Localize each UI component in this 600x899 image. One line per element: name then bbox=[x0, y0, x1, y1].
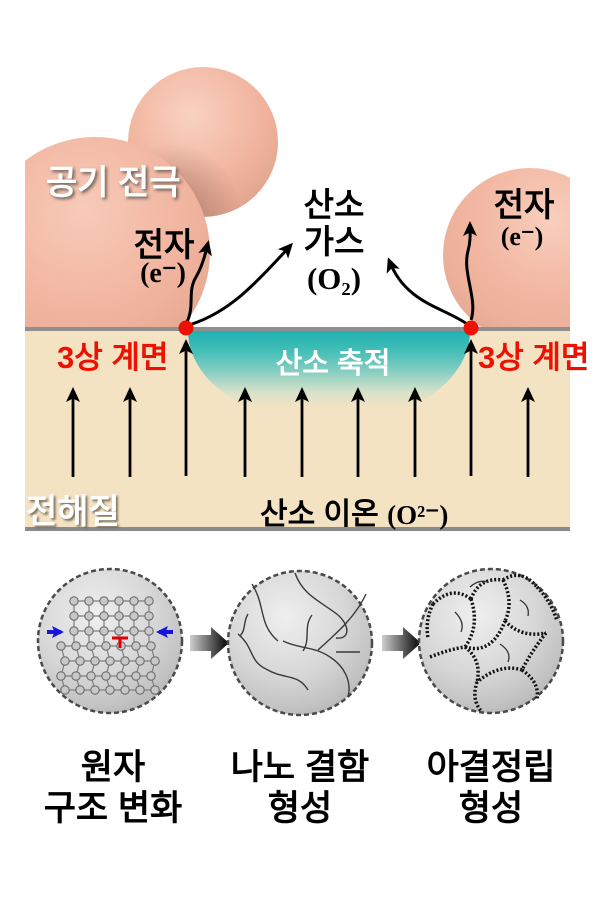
dislocation-symbol-icon bbox=[112, 636, 128, 648]
stage-arrow-icon bbox=[382, 627, 421, 659]
electrolyte-label: 전해질 bbox=[26, 493, 120, 531]
subgrain-boundaries bbox=[425, 573, 559, 714]
electrolyte-region bbox=[25, 331, 570, 531]
electron-label-right: 전자 bbox=[493, 186, 555, 223]
oxygen-ion-symbol: (O²⁻) bbox=[387, 500, 449, 530]
oxygen-gas-label: 산소 가스 (O₂) bbox=[304, 186, 365, 297]
stage-arrow-icon bbox=[190, 627, 229, 659]
tpb-label-right: 3상 계면 bbox=[478, 340, 590, 375]
electron-symbol-right: (e⁻) bbox=[500, 222, 544, 251]
oxygen-gas-line2: 가스 bbox=[303, 223, 365, 260]
electron-label-left: 전자 bbox=[133, 226, 195, 263]
stage-circle-2 bbox=[226, 569, 374, 717]
stage-label-line: 형성 bbox=[458, 789, 524, 829]
stage-label-atomic-structure: 원자 구조 변화 bbox=[44, 747, 183, 830]
stage-circle-3 bbox=[417, 567, 565, 715]
lattice-bonds bbox=[60, 600, 156, 691]
oxygen-gas-line1: 산소 bbox=[303, 186, 365, 223]
oxygen-ion-label: 산소 이온 (O²⁻) bbox=[260, 489, 448, 533]
stage-circle-1 bbox=[36, 567, 184, 715]
stage-label-line: 나노 결함 bbox=[230, 748, 370, 787]
stage-label-nano-defect: 나노 결함 형성 bbox=[231, 747, 370, 830]
stage-label-line: 원자 bbox=[80, 748, 146, 787]
electrode-electrolyte-interface bbox=[25, 327, 570, 331]
oxygen-gas-symbol: (O₂) bbox=[306, 261, 362, 296]
tpb-label-left: 3상 계면 bbox=[57, 340, 169, 375]
oxygen-ion-text: 산소 이온 bbox=[260, 498, 379, 531]
electron-symbol-left: (e⁻) bbox=[140, 258, 186, 289]
air-electrode-label: 공기 전극 bbox=[46, 164, 181, 202]
stage-label-line: 형성 bbox=[267, 789, 333, 829]
lattice-atoms bbox=[56, 596, 160, 695]
stage-label-line: 아결정립 bbox=[426, 748, 556, 787]
stage-label-line: 구조 변화 bbox=[43, 789, 183, 829]
stage-label-subgrain: 아결정립 형성 bbox=[427, 747, 556, 830]
subgrain-inner-marks bbox=[454, 580, 529, 663]
nano-crack-lines bbox=[237, 572, 367, 698]
oxygen-accumulation-label: 산소 축적 bbox=[275, 348, 391, 380]
air-electrode-region bbox=[25, 0, 570, 328]
